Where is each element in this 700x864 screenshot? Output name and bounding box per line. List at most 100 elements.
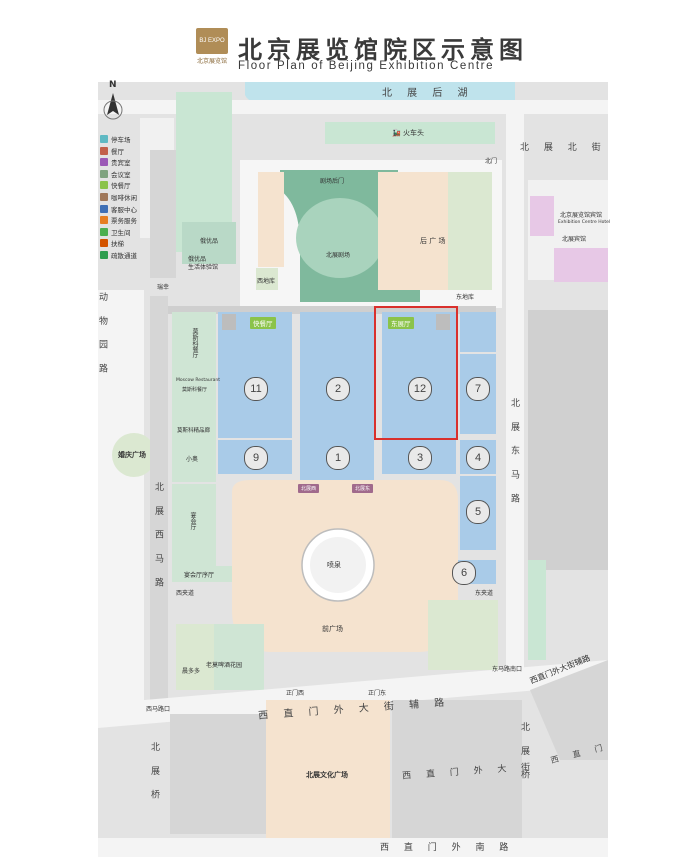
legend-label: 疏散通道: [111, 252, 137, 260]
parking-icon: [100, 135, 108, 143]
hotel-building: [530, 196, 554, 236]
legend-label: 票务服务: [111, 217, 137, 226]
legend-item: 客服中心: [100, 204, 137, 214]
banquet-prefunc-label: 宴会厅序厅: [184, 572, 215, 579]
restaurant-icon: [100, 146, 108, 155]
west-shanghai-label: 西夹道: [176, 590, 195, 597]
east-corridor-label: 东地库: [456, 294, 475, 301]
hall-11-number: 11: [244, 377, 268, 401]
front-square-label: 前广场: [322, 625, 343, 633]
vip-room-icon: [100, 158, 108, 167]
east-hall-tag: 东展厅: [388, 317, 414, 329]
legend-item: 票务服务: [100, 215, 137, 225]
train-head-label: 🚂 火车头: [392, 129, 424, 137]
ex-tag-right: 北展东: [352, 484, 374, 493]
hall-6-number: 6: [452, 561, 476, 585]
hall-12-block: [382, 312, 456, 438]
legend-label: 餐厅: [111, 147, 124, 156]
old-garden-label: 老莫啤酒花园: [206, 662, 243, 669]
east-road-label: 北 展 东 马 路: [509, 398, 519, 509]
compass-label: N: [109, 80, 117, 90]
legend-label: 扶梯: [111, 240, 124, 249]
ex-tag-left: 北展西: [298, 484, 320, 493]
legend-label: 卫生间: [111, 228, 131, 237]
train-icon: 🚂: [392, 129, 401, 137]
zoo-road-label: 动 物 园 路: [97, 292, 107, 379]
hall-2-number: 2: [326, 377, 350, 401]
north-exhibition-street-label: 北 展 北 街: [520, 143, 607, 153]
page-subtitle: Floor Plan of Beijing Exhibition Centre: [238, 60, 495, 72]
hall-11-block: [218, 312, 292, 438]
north-lake-label: 北 展 后 湖: [382, 88, 474, 99]
legend-item: 疏散通道: [100, 250, 137, 260]
wedding-square: [112, 433, 156, 477]
ruixing-label: 瑞幸: [157, 284, 170, 291]
legend-label: 咖啡休闲: [111, 194, 137, 202]
coffee-icon: [100, 193, 108, 201]
meeting-room-icon: [100, 169, 108, 178]
wedding-square-label: 婚庆广场: [118, 451, 146, 459]
fast-food-tag: 快餐厅: [250, 317, 276, 329]
legend-item: 贵宾室: [100, 157, 131, 167]
banquet-block: [172, 484, 216, 566]
hotel-cn-label: 北京展览馆宾馆: [560, 212, 603, 219]
legend-label: 客服中心: [111, 205, 137, 214]
moscow-en-label: Moscow Restaurant: [176, 378, 220, 383]
evacuation-icon: [100, 251, 108, 259]
legend-label: 会议室: [111, 170, 131, 179]
north-gate-label: 北门: [485, 158, 498, 165]
east-road-gate-label: 东马路南口: [492, 666, 523, 673]
legend-item: 会议室: [100, 169, 131, 179]
logo-script: 北京展览馆: [196, 58, 227, 65]
service-center-icon: [100, 204, 108, 213]
legend-label: 贵宾室: [111, 159, 131, 168]
west-gate-label: 正门西: [286, 690, 305, 697]
east-gate-label: 正门东: [368, 690, 387, 697]
restroom-icon: [100, 227, 108, 236]
theater-label: 北展剧场: [326, 252, 351, 259]
hall-12-number: 12: [408, 377, 432, 401]
hall-5-number: 5: [466, 500, 490, 524]
moscow-boutique-label: 莫斯科精品廊: [177, 428, 211, 434]
hall-1-number: 1: [326, 446, 350, 470]
xiaoxing-label: 小奥: [186, 456, 199, 463]
fast-food-icon: [100, 181, 108, 190]
legend-item: 快餐厅: [100, 180, 131, 190]
highlight-hall-12: [374, 306, 458, 440]
store-building: [182, 222, 236, 264]
hall-9-number: 9: [244, 446, 268, 470]
legend-item: 咖啡休闲: [100, 192, 137, 202]
ticket-icon: [100, 216, 108, 225]
fountain-label: 喷泉: [327, 561, 341, 569]
west-plaza-label: 西地库: [257, 278, 276, 285]
hall-3-number: 3: [408, 446, 432, 470]
hall-2-block: [300, 312, 374, 438]
east-shanghai-label: 东夹道: [475, 590, 494, 597]
train-head-area: [325, 122, 495, 144]
xizhimen-south-label: 西 直 门 外 南 路: [380, 843, 515, 853]
page-title: 北京展览馆院区示意图: [238, 36, 528, 64]
hall-7-number: 7: [466, 377, 490, 401]
xima-gate-label: 西马路口: [146, 706, 171, 713]
west-road-label: 北 展 西 马 路: [153, 482, 163, 593]
moscow-small-label: 莫斯科餐厅: [182, 387, 208, 393]
escalator-icon: [100, 239, 108, 248]
logo: BJ EXPO 北京展览馆: [196, 28, 228, 68]
moscow-restaurant-block: [172, 312, 216, 462]
compass-arrow: [107, 93, 119, 115]
culture-square: [266, 700, 390, 838]
legend-item: 餐厅: [100, 146, 124, 156]
logo-mark: BJ EXPO: [196, 28, 228, 54]
north-bridge-label: 北 展 桥: [149, 742, 159, 805]
hotel-label: 北展宾馆: [562, 236, 587, 243]
theater-side-door-label: 剧场后门: [320, 178, 345, 185]
rear-square-label: 后 广 场: [420, 237, 446, 245]
legend-item: 卫生间: [100, 227, 131, 237]
north-bridge-right-label: 北 展 桥: [519, 722, 529, 785]
culture-square-label: 北展文化广场: [306, 771, 348, 779]
moscow-restaurant-label: 莫斯科餐厅: [191, 328, 198, 358]
banquet-label: 宴会厅: [189, 512, 196, 530]
legend-label: 停车场: [111, 136, 131, 144]
legend-item: 停车场: [100, 134, 131, 144]
